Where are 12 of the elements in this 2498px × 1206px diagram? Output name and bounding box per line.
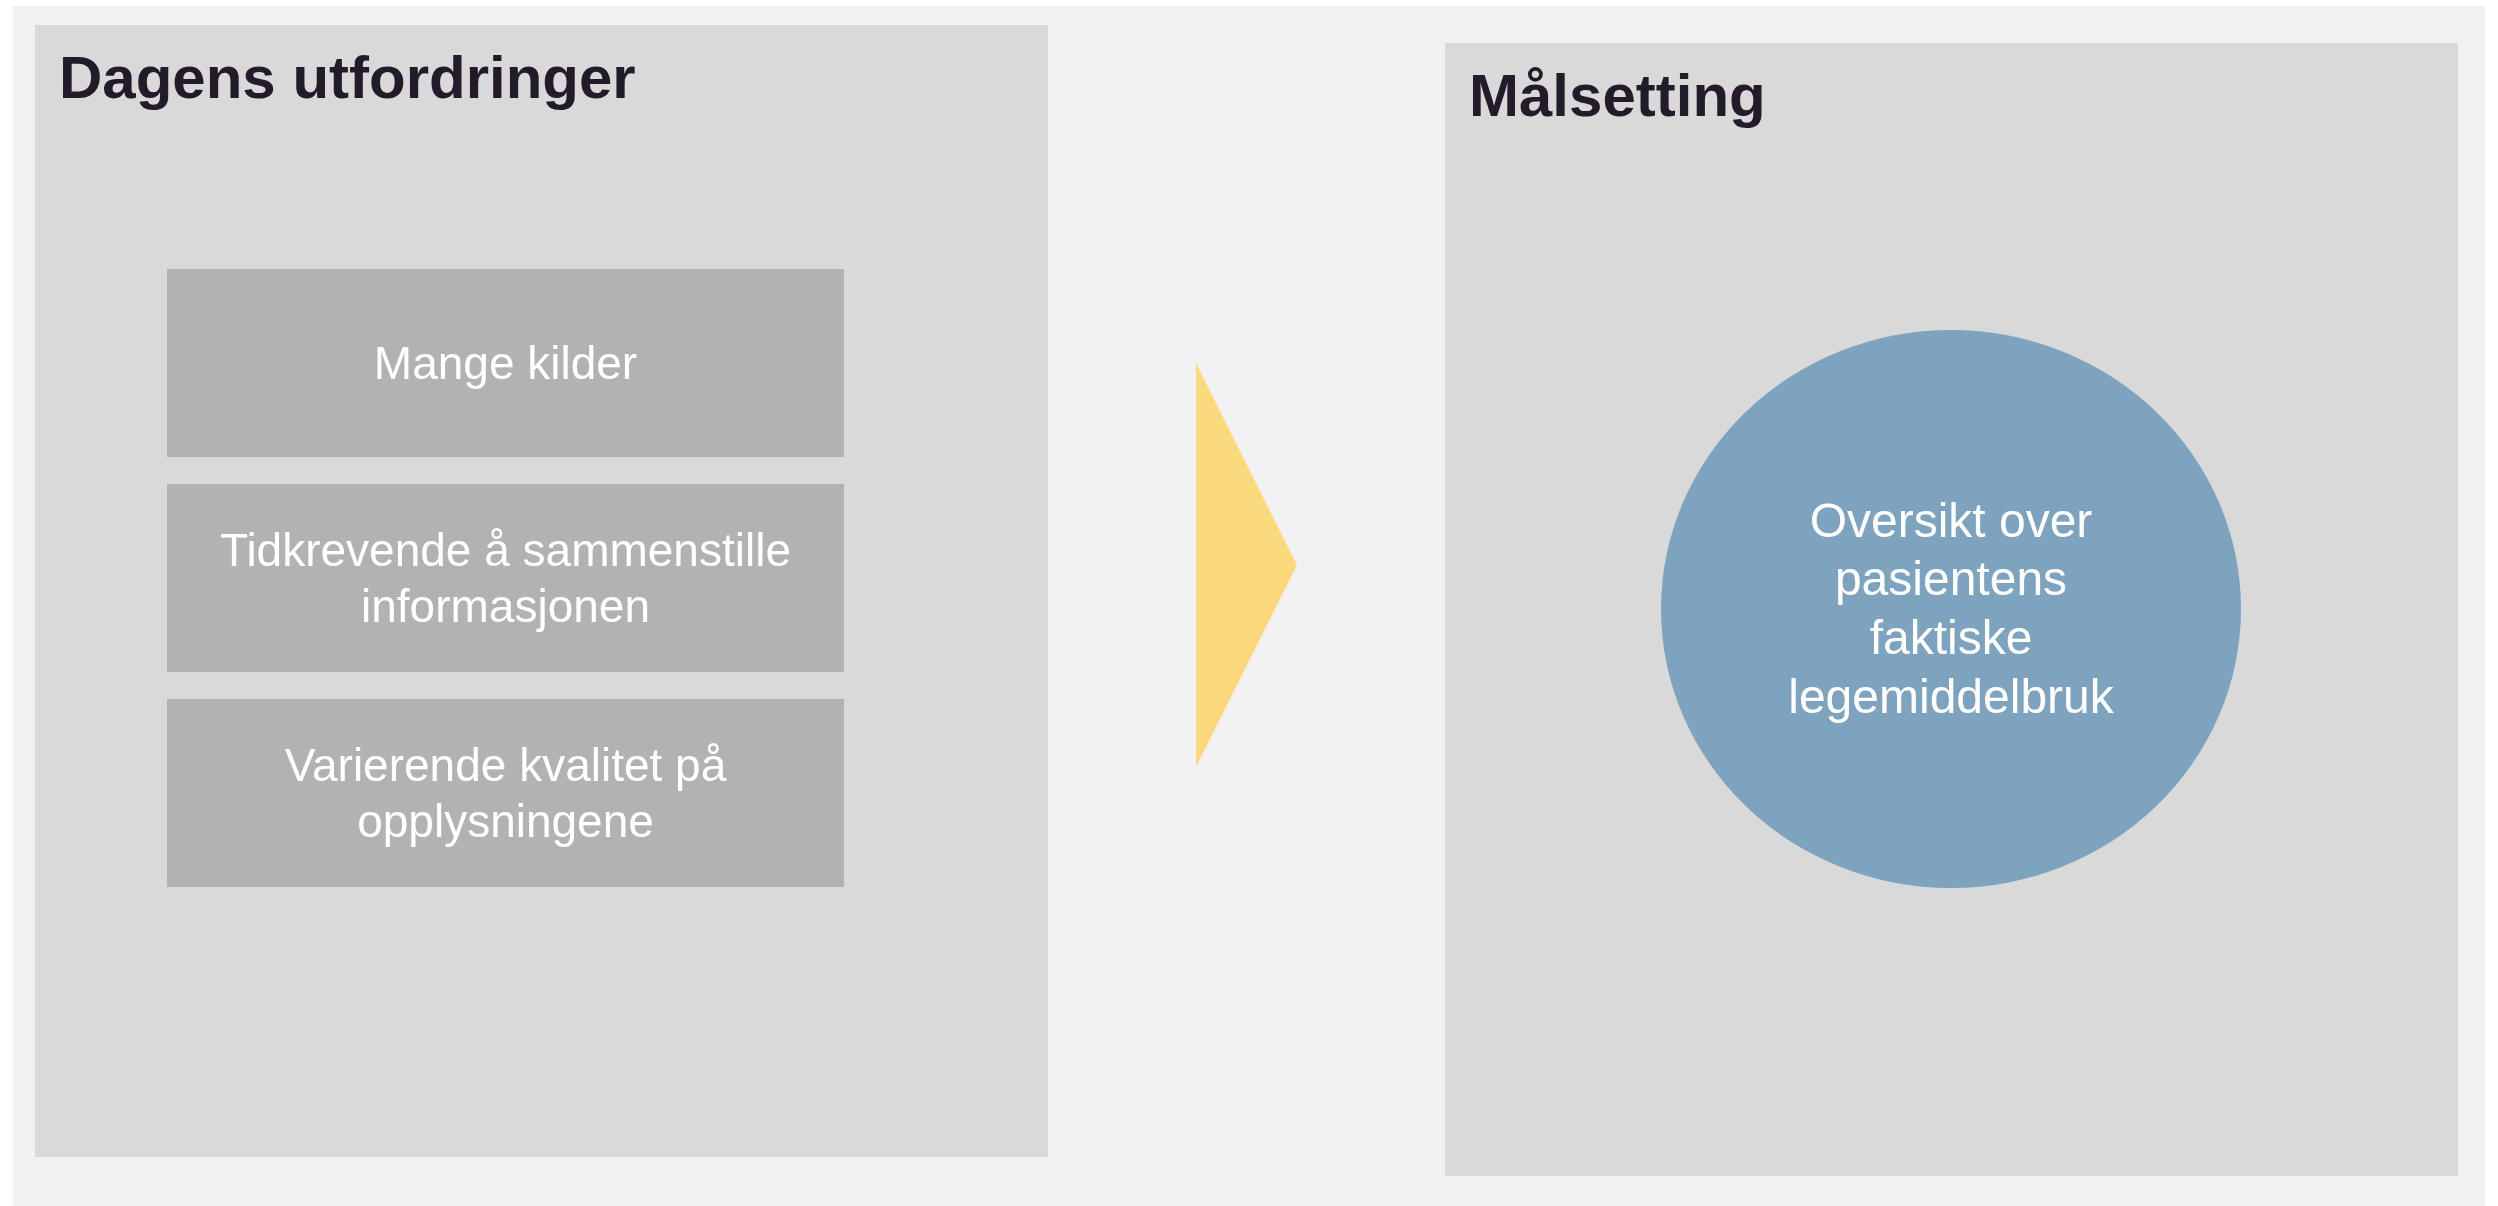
box-text: Mange kilder [373,335,638,391]
ellipse-text: Oversikt over pasientens faktiske legemiddelbruk [1787,492,2115,725]
challenge-box [167,484,844,672]
panel-heading: Målsetting [1469,61,1766,130]
box-text: Varierende kvalitet på opplysningene [283,737,728,849]
chevron-arrow [1196,363,1297,767]
box-text: Tidkrevende å sammenstille informasjonen [219,522,792,634]
challenge-box [167,699,844,887]
panel [35,25,1048,1157]
panel-heading: Dagens utfordringer [59,43,636,112]
challenge-box [167,269,844,457]
panel [1445,43,2458,1176]
